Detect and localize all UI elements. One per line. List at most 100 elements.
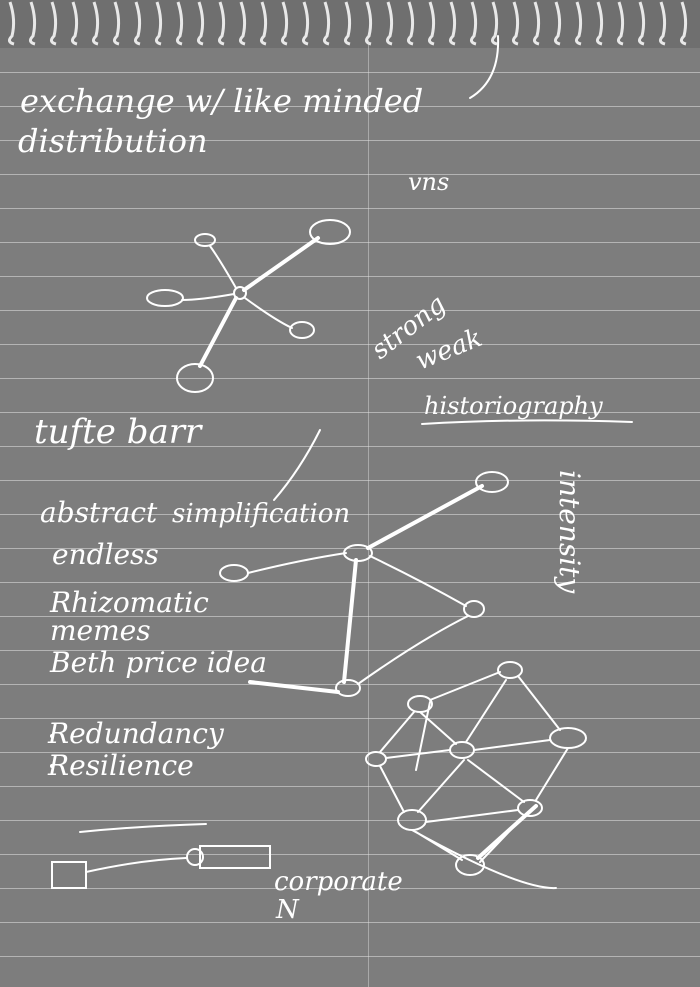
star-network-diagram xyxy=(146,219,351,393)
network-node xyxy=(397,809,427,831)
ruled-line xyxy=(0,378,700,379)
note-intensity: intensity xyxy=(553,470,586,594)
ruled-line xyxy=(0,208,700,209)
note-tufte-barr: tufte barr xyxy=(34,412,203,452)
spiral-ring xyxy=(574,1,583,46)
network-node xyxy=(186,848,204,866)
bullet-dot xyxy=(50,764,54,768)
spiral-ring xyxy=(637,1,646,46)
bullet-dot xyxy=(50,734,54,738)
network-node xyxy=(497,661,523,679)
spiral-ring xyxy=(658,1,667,46)
spiral-ring xyxy=(112,1,121,46)
network-edge-strong xyxy=(198,296,238,368)
ruled-line xyxy=(0,276,700,277)
note-distribution: distribution xyxy=(18,122,208,160)
spiral-ring xyxy=(406,1,415,46)
network-node xyxy=(475,471,509,493)
spiral-ring xyxy=(469,1,478,46)
hook-stroke xyxy=(469,35,500,99)
network-edge xyxy=(369,555,467,607)
network-node xyxy=(365,751,387,767)
spiral-ring xyxy=(322,1,331,46)
spiral-ring xyxy=(343,1,352,46)
ruled-line xyxy=(0,412,700,413)
spiral-ring xyxy=(196,1,205,46)
mesh-network-diagram xyxy=(365,661,587,890)
network-node xyxy=(549,727,587,749)
ruled-line xyxy=(0,684,700,685)
network-node xyxy=(176,363,214,393)
network-node xyxy=(233,286,247,300)
spiral-ring xyxy=(301,1,310,46)
box-node xyxy=(199,845,271,869)
ruled-line xyxy=(0,446,700,447)
network-node xyxy=(517,799,543,817)
spiral-ring xyxy=(91,1,100,46)
spiral-rings xyxy=(7,1,688,46)
spiral-ring xyxy=(616,1,625,46)
ruled-line xyxy=(0,582,700,583)
ruled-line xyxy=(0,786,700,787)
network-node xyxy=(309,219,351,245)
spiral-ring xyxy=(259,1,268,46)
ruled-line xyxy=(0,956,700,957)
spiral-ring xyxy=(70,1,79,46)
ruled-line xyxy=(0,820,700,821)
spiral-ring xyxy=(28,1,37,46)
note-beth-price: Beth price idea xyxy=(49,646,267,679)
network-node xyxy=(449,741,475,759)
note-historiography: historiography xyxy=(424,392,603,420)
network-node xyxy=(289,321,315,339)
network-edge xyxy=(79,823,207,833)
spiral-ring xyxy=(511,1,520,46)
network-node xyxy=(194,233,216,247)
note-memes: memes xyxy=(50,614,151,647)
spiral-ring xyxy=(679,1,688,46)
note-rhizomatic: Rhizomatic xyxy=(49,586,209,619)
ruled-line xyxy=(0,310,700,311)
pointer-stroke xyxy=(273,429,321,501)
note-n: N xyxy=(275,895,300,925)
rhizome-network-diagram xyxy=(219,471,509,697)
network-edge xyxy=(85,857,187,873)
spiral-ring xyxy=(280,1,289,46)
ruled-line xyxy=(0,174,700,175)
margin-line xyxy=(368,40,369,987)
ruled-line xyxy=(0,854,700,855)
ruled-line xyxy=(0,140,700,141)
spiral-ring xyxy=(7,1,16,46)
ruled-line xyxy=(0,514,700,515)
network-node xyxy=(335,679,361,697)
note-corporate: corporate xyxy=(274,867,403,897)
network-edge-strong xyxy=(366,484,484,550)
spiral-ring xyxy=(490,1,499,46)
ruled-line xyxy=(0,548,700,549)
ruled-line xyxy=(0,752,700,753)
network-edge xyxy=(244,297,293,329)
network-edge-strong xyxy=(248,680,340,694)
ruled-line xyxy=(0,718,700,719)
link-diagram xyxy=(51,823,271,889)
spiral-ring xyxy=(49,1,58,46)
ruled-line xyxy=(0,242,700,243)
spiral-binding xyxy=(0,0,700,48)
network-node xyxy=(455,854,485,876)
spiral-ring xyxy=(427,1,436,46)
note-endless: endless xyxy=(52,538,159,571)
box-node xyxy=(51,861,87,889)
spiral-ring xyxy=(133,1,142,46)
network-edge-strong xyxy=(242,236,320,292)
ruled-line xyxy=(0,480,700,481)
underline-historiography xyxy=(421,419,633,425)
ruled-line xyxy=(0,344,700,345)
ruled-line xyxy=(0,888,700,889)
spiral-ring xyxy=(532,1,541,46)
network-node xyxy=(146,289,184,307)
network-edge-strong xyxy=(342,558,358,684)
network-node xyxy=(463,600,485,618)
spiral-ring xyxy=(448,1,457,46)
ruled-line xyxy=(0,650,700,651)
spiral-ring xyxy=(238,1,247,46)
